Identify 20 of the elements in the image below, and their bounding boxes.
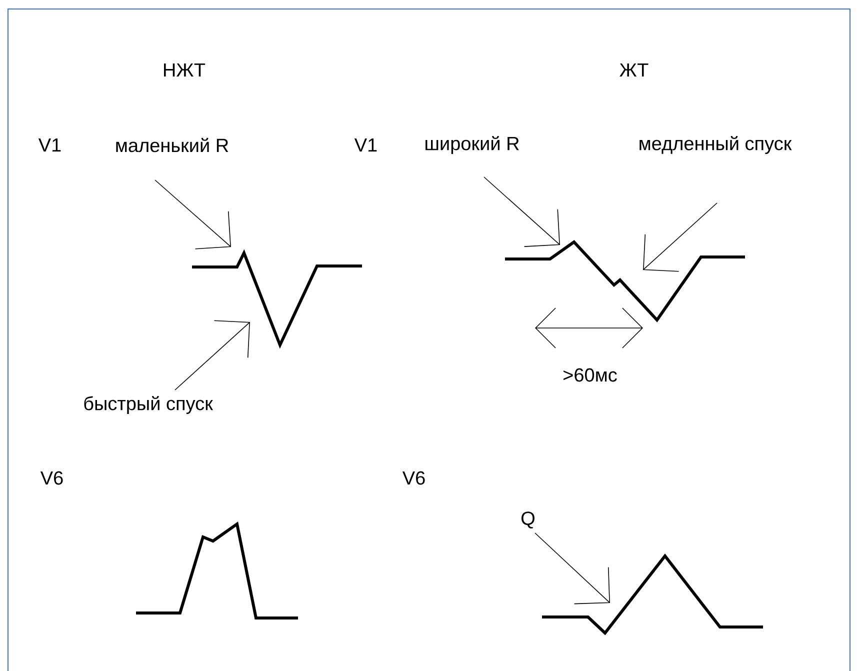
annotation-text: широкий R	[426, 136, 519, 154]
annotation-text: быстрый спуск	[84, 396, 213, 414]
duration-label: >60мс	[564, 368, 617, 382]
leader-arrow	[484, 176, 560, 247]
ecg-waveform	[136, 521, 298, 620]
annotation-text: медленный спуск	[640, 136, 792, 154]
leader-arrow	[154, 180, 231, 250]
lead-label: V6	[40, 471, 63, 485]
annotation-text: Q	[522, 512, 534, 528]
lead-label: V1	[38, 138, 61, 152]
ecg-waveform	[542, 554, 763, 636]
ecg-waveform	[192, 249, 362, 349]
column-heading: НЖТ	[164, 63, 206, 77]
ecg-waveform	[505, 240, 745, 322]
leader-arrow	[534, 532, 610, 604]
column-heading: ЖТ	[620, 63, 648, 77]
annotation-text: маленький R	[116, 138, 228, 152]
leader-arrow	[174, 320, 250, 390]
lead-label: V1	[354, 138, 377, 152]
lead-label: V6	[402, 471, 425, 485]
